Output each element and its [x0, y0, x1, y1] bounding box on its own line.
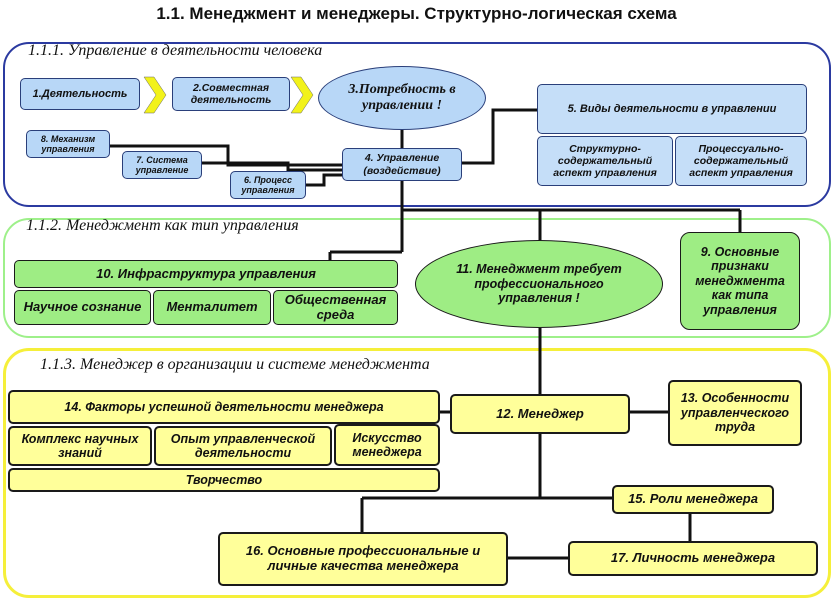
node-2-joint-activity: 2.Совместная деятельность	[172, 77, 290, 111]
node-10c-social-environment: Общественная среда	[273, 290, 398, 325]
node-10-infrastructure: 10. Инфраструктура управления	[14, 260, 398, 288]
node-12-manager: 12. Менеджер	[450, 394, 630, 434]
chevron-arrows	[143, 76, 314, 114]
node-5a-structural-aspect: Структурно-содержательный аспект управле…	[537, 136, 673, 186]
node-7-system: 7. Система управление	[122, 151, 202, 179]
node-17-personality: 17. Личность менеджера	[568, 541, 818, 576]
node-5-types-of-activity: 5. Виды деятельности в управлении	[537, 84, 807, 134]
node-11-professional-management: 11. Менеджмент требует профессионального…	[415, 240, 663, 328]
node-14b-management-experience: Опыт управленческой деятельности	[154, 426, 332, 466]
section-2-label: 1.1.2. Менеджмент как тип управления	[26, 217, 299, 234]
page-title: 1.1. Менеджмент и менеджеры. Структурно-…	[156, 4, 677, 23]
node-14a-scientific-knowledge: Комплекс научных знаний	[8, 426, 152, 466]
section-3-frame	[3, 348, 831, 598]
section-1-label: 1.1.1. Управление в деятельности человек…	[28, 42, 323, 59]
node-14d-creativity: Творчество	[8, 468, 440, 492]
node-15-roles: 15. Роли менеджера	[612, 485, 774, 514]
section-2-frame	[3, 218, 831, 338]
node-5b-process-aspect: Процессуально-содержательный аспект упра…	[675, 136, 807, 186]
node-13-features-of-work: 13. Особенности управленческого труда	[668, 380, 802, 446]
node-6-process: 6. Процесс управления	[230, 171, 306, 199]
section-1-frame	[3, 42, 831, 207]
node-1-activity: 1.Деятельность	[20, 78, 140, 110]
node-4-management: 4. Управление (воздействие)	[342, 148, 462, 181]
node-8-mechanism: 8. Механизм управления	[26, 130, 110, 158]
node-10b-mentality: Менталитет	[153, 290, 271, 325]
node-14-success-factors: 14. Факторы успешной деятельности менедж…	[8, 390, 440, 424]
node-10a-scientific-consciousness: Научное сознание	[14, 290, 151, 325]
node-16-qualities: 16. Основные профессиональные и личные к…	[218, 532, 508, 586]
section-3-label: 1.1.3. Менеджер в организации и системе …	[40, 356, 430, 373]
node-14c-art-of-manager: Искусство менеджера	[334, 424, 440, 466]
node-9-main-features: 9. Основные признаки менеджмента как тип…	[680, 232, 800, 330]
node-3-need-for-management: 3.Потребность в управлении !	[318, 66, 486, 130]
